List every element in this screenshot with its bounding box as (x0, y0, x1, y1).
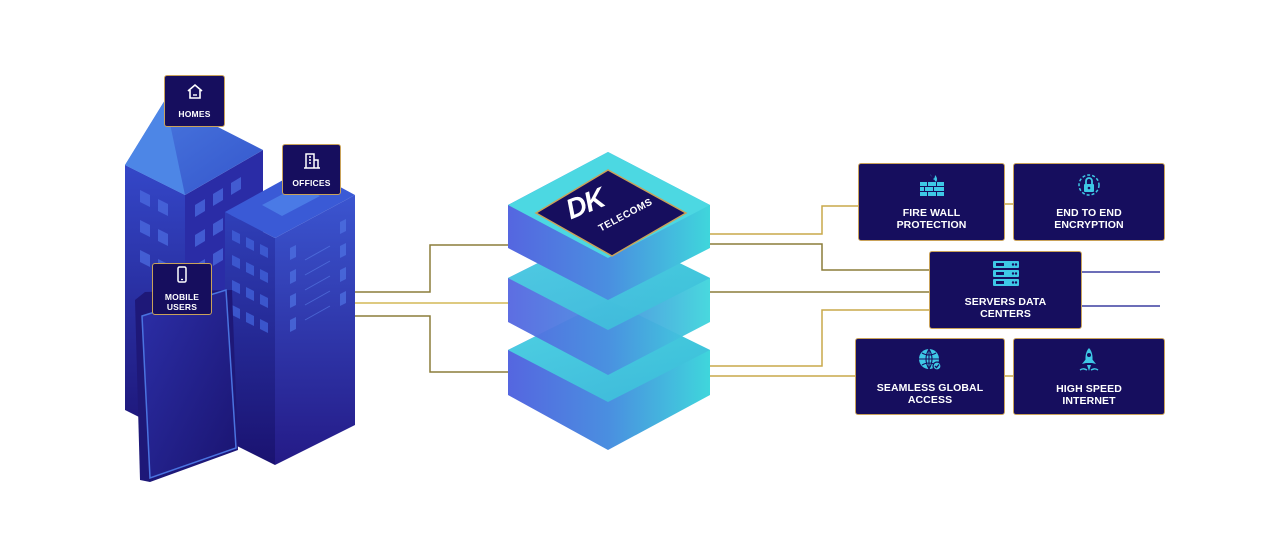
end-to-end-encryption-box: END TO END ENCRYPTION (1013, 163, 1165, 241)
office-building (225, 168, 355, 465)
smartphone-illustration (135, 289, 238, 482)
high-speed-internet-box: HIGH SPEED INTERNET (1013, 338, 1165, 415)
seamless-global-access-box: SEAMLESS GLOBAL ACCESS (855, 338, 1005, 415)
connector-line (355, 315, 510, 373)
connectors-right (710, 203, 1160, 377)
firewall-protection-text: FIRE WALL PROTECTION (896, 207, 967, 231)
smartphone-icon (175, 266, 189, 288)
offices-text: OFFICES (292, 177, 331, 188)
connectors-left (355, 244, 510, 373)
seamless-global-access-text: SEAMLESS GLOBAL ACCESS (876, 381, 984, 406)
encryption-lock-icon (1076, 173, 1102, 202)
connector-line (710, 309, 930, 367)
homes-text: HOMES (178, 109, 211, 119)
office-building-icon (303, 152, 321, 174)
mobile-users-label: MOBILE USERS (152, 263, 212, 315)
servers-data-centers-box: SERVERS DATA CENTERS (929, 251, 1082, 329)
connector-line (355, 244, 510, 293)
mobile-users-text: MOBILE USERS (164, 292, 200, 312)
offices-label: OFFICES (282, 144, 341, 195)
servers-data-centers-text: SERVERS DATA CENTERS (964, 296, 1047, 320)
hub-stack (508, 152, 710, 450)
homes-label: HOMES (164, 75, 225, 127)
connector-line (710, 243, 930, 271)
globe-icon (917, 348, 943, 377)
high-speed-internet-text: HIGH SPEED INTERNET (1056, 382, 1122, 407)
server-rack-icon (992, 260, 1020, 291)
rocket-icon (1077, 347, 1101, 378)
connector-line (710, 205, 860, 235)
firewall-icon (918, 173, 946, 202)
firewall-protection-box: FIRE WALL PROTECTION (858, 163, 1005, 241)
home-icon (186, 83, 204, 105)
end-to-end-encryption-text: END TO END ENCRYPTION (1054, 207, 1124, 231)
